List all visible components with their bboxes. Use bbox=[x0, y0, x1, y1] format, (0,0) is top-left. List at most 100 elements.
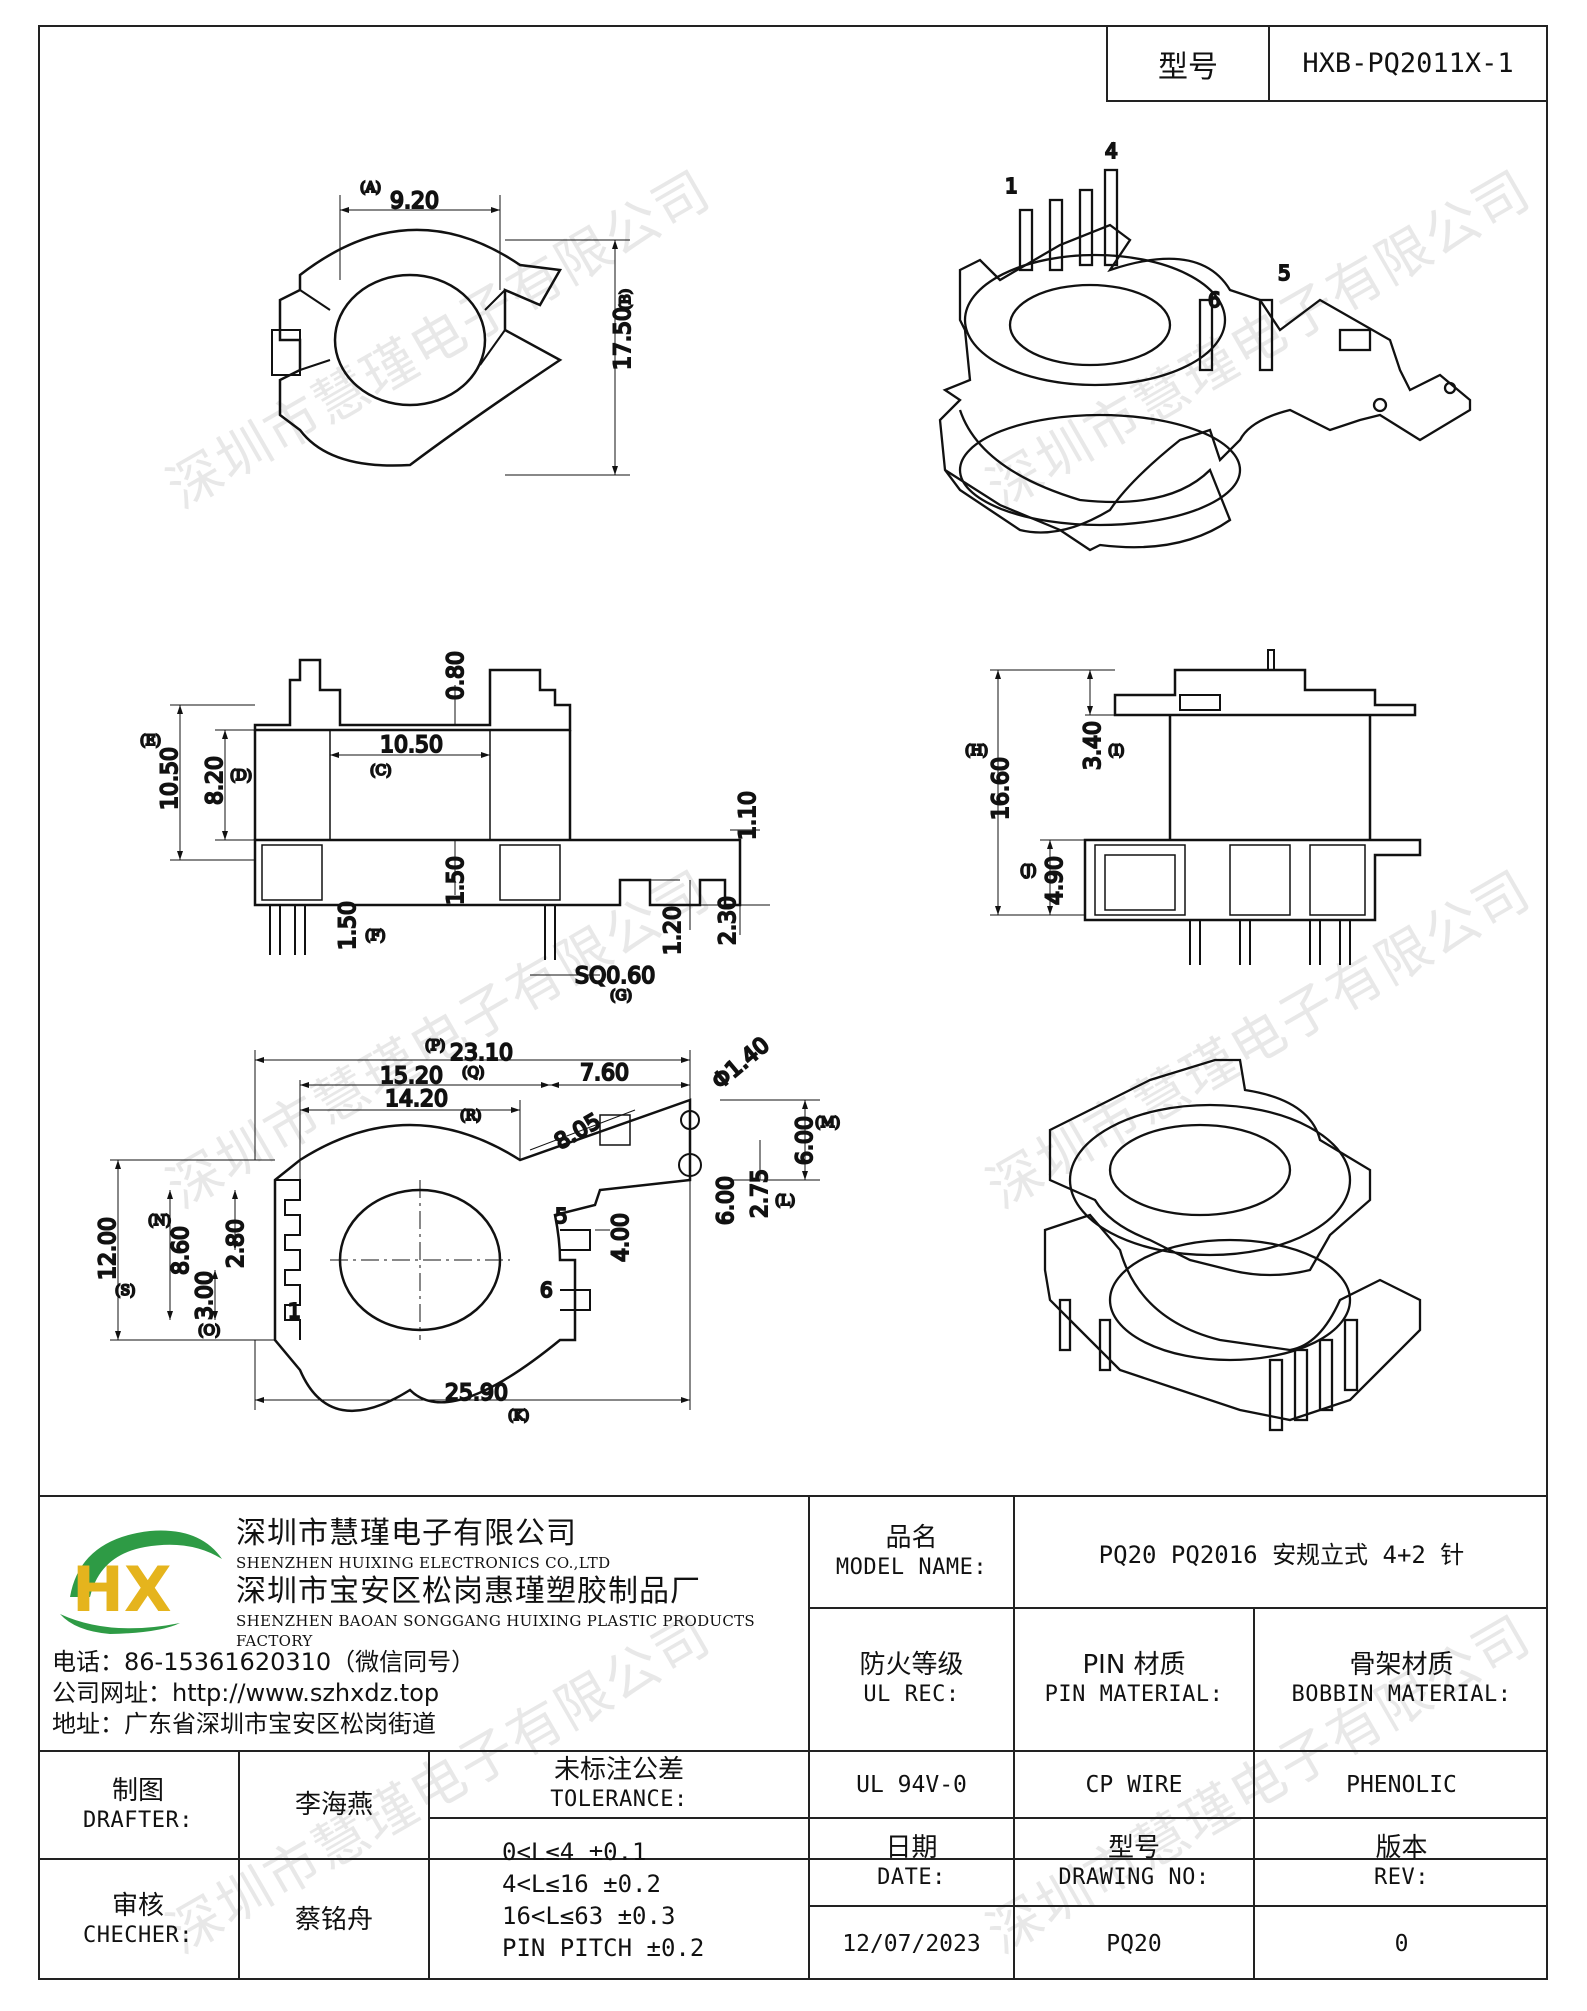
dim-d: 8.20 bbox=[203, 756, 228, 805]
type-label: 型号 bbox=[1108, 27, 1270, 100]
dim-h: 16.60 bbox=[989, 757, 1014, 820]
dim-i: 3.40 bbox=[1081, 721, 1106, 770]
dim-top: 0.80 bbox=[444, 651, 469, 700]
ref-n: (N) bbox=[148, 1213, 171, 1229]
ref-f: (F) bbox=[365, 928, 386, 944]
tolerance-row: 16<L≤63 ±0.3 bbox=[502, 1901, 676, 1930]
checker-name: 蔡铭舟 bbox=[294, 1904, 373, 1935]
iso-pin-1: 1 bbox=[1005, 174, 1018, 198]
tolerance-table: 0<L≤4 ±0.1 4<L≤16 ±0.2 16<L≤63 ±0.3 PIN … bbox=[430, 1819, 808, 1980]
date-label: 日期 DATE: bbox=[877, 1832, 946, 1890]
website: 公司网址：http://www.szhxdz.top bbox=[52, 1679, 440, 1707]
iso-pin-5: 5 bbox=[1278, 261, 1291, 285]
dim-l: 2.75 bbox=[748, 1169, 773, 1218]
phone: 电话：86-15361620310（微信同号） bbox=[52, 1648, 476, 1676]
bobbin-material-label: 骨架材质 BOBBIN MATERIAL: bbox=[1291, 1650, 1512, 1707]
dim-2-80: 2.80 bbox=[224, 1219, 249, 1268]
dim-a: 9.20 bbox=[390, 189, 439, 214]
ul-rec-value: UL 94V-0 bbox=[856, 1771, 967, 1798]
dim-7-60: 7.60 bbox=[580, 1061, 629, 1086]
dim-e: 10.50 bbox=[158, 747, 183, 810]
tolerance-row: PIN PITCH ±0.2 bbox=[502, 1933, 705, 1962]
top-view bbox=[271, 195, 630, 476]
type-value: HXB-PQ2011X-1 bbox=[1302, 48, 1514, 79]
contact-info: 电话：86-15361620310（微信同号） 公司网址：http://www.… bbox=[52, 1647, 832, 1740]
ref-c: (C) bbox=[370, 763, 392, 779]
dim-b: 17.50 bbox=[611, 307, 636, 370]
dim-k: 25.90 bbox=[445, 1381, 508, 1406]
ref-h: (H) bbox=[965, 743, 988, 759]
pin-label-5: 5 bbox=[555, 1204, 568, 1228]
factory-name-en: SHENZHEN BAOAN SONGGANG HUIXING PLASTIC … bbox=[236, 1612, 756, 1650]
dim-r: 14.20 bbox=[385, 1087, 448, 1112]
factory-name-cn: 深圳市宝安区松岗惠瑾塑胶制品厂 bbox=[236, 1574, 701, 1609]
ref-b: (B) bbox=[618, 289, 634, 310]
company-logo: HX bbox=[60, 1530, 222, 1634]
dim-m: 6.00 bbox=[793, 1116, 818, 1165]
title-block: HX 深圳市慧瑾电子有限公司 SHENZHEN HUIXING ELECTRON… bbox=[38, 1495, 1548, 1980]
isometric-view-bottom bbox=[1043, 1058, 1422, 1432]
company-info: 深圳市慧瑾电子有限公司 SHENZHEN HUIXING ELECTRONICS… bbox=[236, 1515, 836, 1651]
bottom-view bbox=[110, 1050, 820, 1412]
bobbin-material-value: PHENOLIC bbox=[1346, 1771, 1457, 1798]
ref-i: (I) bbox=[1108, 743, 1124, 759]
drafter-label: 制图 DRAFTER: bbox=[83, 1775, 193, 1833]
side-view bbox=[170, 658, 770, 976]
dim-hole: Φ1.40 bbox=[708, 1033, 775, 1095]
rev-label: 版本 REV: bbox=[1374, 1832, 1429, 1890]
dim-6-00: 6.00 bbox=[714, 1176, 739, 1225]
ref-j: (J) bbox=[1020, 863, 1037, 879]
ref-a: (A) bbox=[360, 180, 381, 196]
ref-q: (Q) bbox=[462, 1065, 484, 1081]
ref-m: (M) bbox=[815, 1115, 840, 1131]
drawing-frame bbox=[38, 25, 1548, 1980]
model-name-value: PQ20 PQ2016 安规立式 4+2 针 bbox=[1098, 1540, 1465, 1569]
dim-8-05: 8.05 bbox=[551, 1109, 606, 1155]
company-name-cn: 深圳市慧瑾电子有限公司 bbox=[236, 1516, 577, 1551]
rev-value: 0 bbox=[1394, 1930, 1409, 1957]
dim-1-10: 1.10 bbox=[736, 791, 761, 840]
date-value: 12/07/2023 bbox=[842, 1930, 981, 1957]
iso-pin-6: 6 bbox=[1208, 288, 1221, 312]
pin-label-1: 1 bbox=[288, 1299, 301, 1323]
dim-1-20: 1.20 bbox=[661, 906, 686, 955]
ref-o: (O) bbox=[198, 1323, 220, 1339]
ref-g: (G) bbox=[610, 988, 632, 1004]
dim-n: 8.60 bbox=[169, 1226, 194, 1275]
drawing-no-label: 型号 DRAWING NO: bbox=[1058, 1832, 1210, 1890]
pin-material-label: PIN 材质 PIN MATERIAL: bbox=[1044, 1650, 1224, 1707]
dim-2-30: 2.30 bbox=[716, 896, 741, 945]
dim-g: SQ0.60 bbox=[575, 964, 655, 989]
logo-text: HX bbox=[72, 1553, 172, 1626]
pin-label-6: 6 bbox=[540, 1278, 553, 1302]
drafter-name: 李海燕 bbox=[294, 1789, 373, 1820]
drawing-no-value: PQ20 bbox=[1106, 1930, 1162, 1957]
ref-s: (S) bbox=[115, 1283, 136, 1299]
ul-rec-label: 防火等级 UL REC: bbox=[859, 1650, 964, 1707]
pin-material-value: CP WIRE bbox=[1085, 1771, 1183, 1798]
dim-p: 23.10 bbox=[450, 1041, 513, 1066]
dim-4-00: 4.00 bbox=[609, 1213, 634, 1262]
ref-e: (E) bbox=[140, 733, 161, 749]
dim-o: 3.00 bbox=[193, 1271, 218, 1320]
address: 地址：广东省深圳市宝安区松岗街道 bbox=[52, 1710, 436, 1738]
model-name-label: 品名 MODEL NAME: bbox=[835, 1522, 988, 1580]
dim-c: 10.50 bbox=[380, 733, 443, 758]
ref-d: (D) bbox=[230, 768, 252, 784]
tolerance-row: 0<L≤4 ±0.1 bbox=[502, 1837, 647, 1866]
iso-pin-4: 4 bbox=[1105, 139, 1118, 163]
dim-s: 12.00 bbox=[96, 1217, 121, 1280]
dim-q: 15.20 bbox=[380, 1064, 443, 1089]
end-view bbox=[990, 649, 1422, 965]
checker-label: 审核 CHECHER: bbox=[83, 1890, 193, 1948]
technical-drawing: (A) 9.20 17.50 (B) 1 4 5 6 bbox=[95, 138, 1472, 1432]
ref-r: (R) bbox=[460, 1108, 481, 1124]
dim-j: 4.90 bbox=[1043, 856, 1068, 905]
isometric-view-top bbox=[938, 168, 1472, 552]
dim-1-50-mid: 1.50 bbox=[444, 856, 469, 905]
ref-p: (P) bbox=[425, 1038, 445, 1054]
ref-l: (L) bbox=[775, 1193, 795, 1209]
tolerance-label: 未标注公差 TOLERANCE: bbox=[550, 1755, 688, 1812]
tolerance-row: 4<L≤16 ±0.2 bbox=[502, 1869, 661, 1898]
company-name-en: SHENZHEN HUIXING ELECTRONICS CO.,LTD bbox=[236, 1554, 611, 1572]
